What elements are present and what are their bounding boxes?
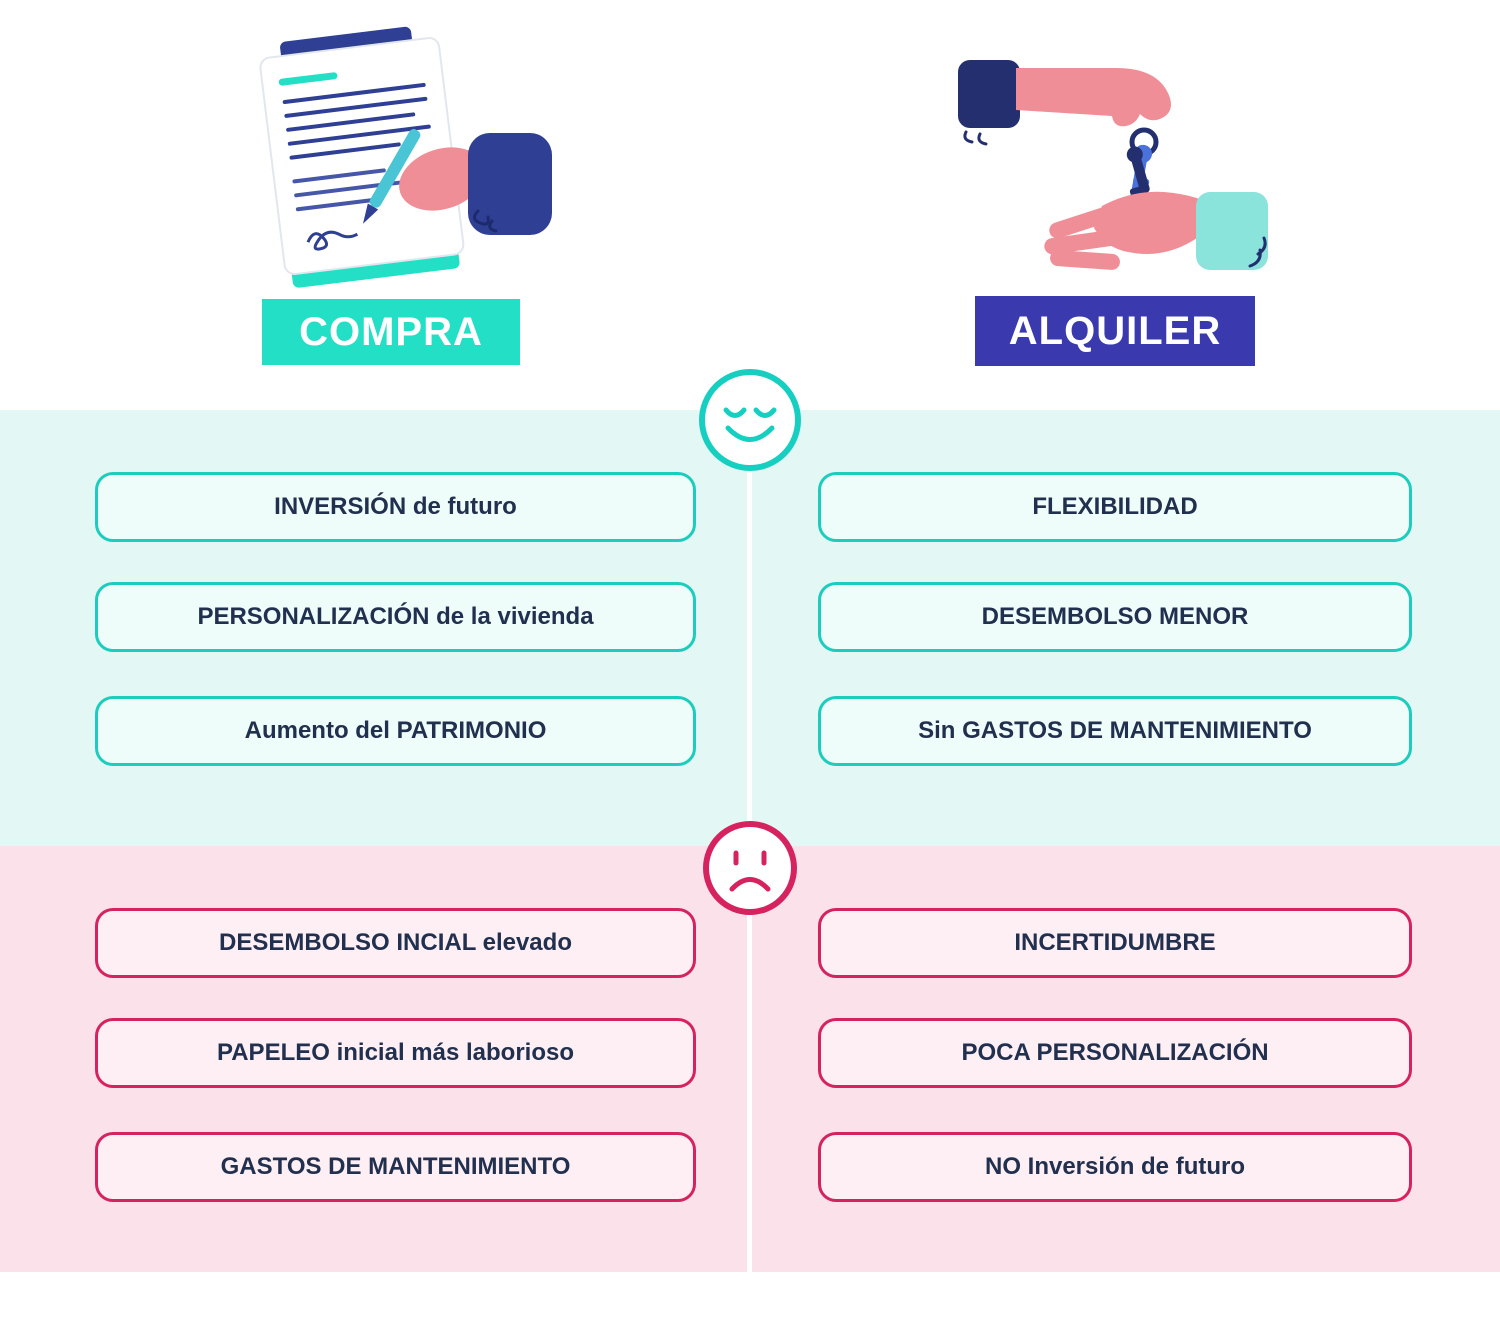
alquiler-header-badge: ALQUILER (975, 296, 1255, 366)
con-item: DESEMBOLSO INCIAL elevado (95, 908, 696, 978)
sad-face-icon (700, 818, 800, 918)
happy-face-icon (696, 366, 804, 474)
con-item: GASTOS DE MANTENIMIENTO (95, 1132, 696, 1202)
keys-handover-illustration (952, 46, 1272, 286)
con-item: POCA PERSONALIZACIÓN (818, 1018, 1412, 1088)
contract-signing-illustration (232, 26, 552, 288)
con-item: NO Inversión de futuro (818, 1132, 1412, 1202)
compra-header-badge: COMPRA (262, 299, 520, 365)
pro-item: PERSONALIZACIÓN de la vivienda (95, 582, 696, 652)
pro-item: DESEMBOLSO MENOR (818, 582, 1412, 652)
pro-item: Sin GASTOS DE MANTENIMIENTO (818, 696, 1412, 766)
pro-item: Aumento del PATRIMONIO (95, 696, 696, 766)
pro-item: FLEXIBILIDAD (818, 472, 1412, 542)
pro-item: INVERSIÓN de futuro (95, 472, 696, 542)
con-item: INCERTIDUMBRE (818, 908, 1412, 978)
con-item: PAPELEO inicial más laborioso (95, 1018, 696, 1088)
